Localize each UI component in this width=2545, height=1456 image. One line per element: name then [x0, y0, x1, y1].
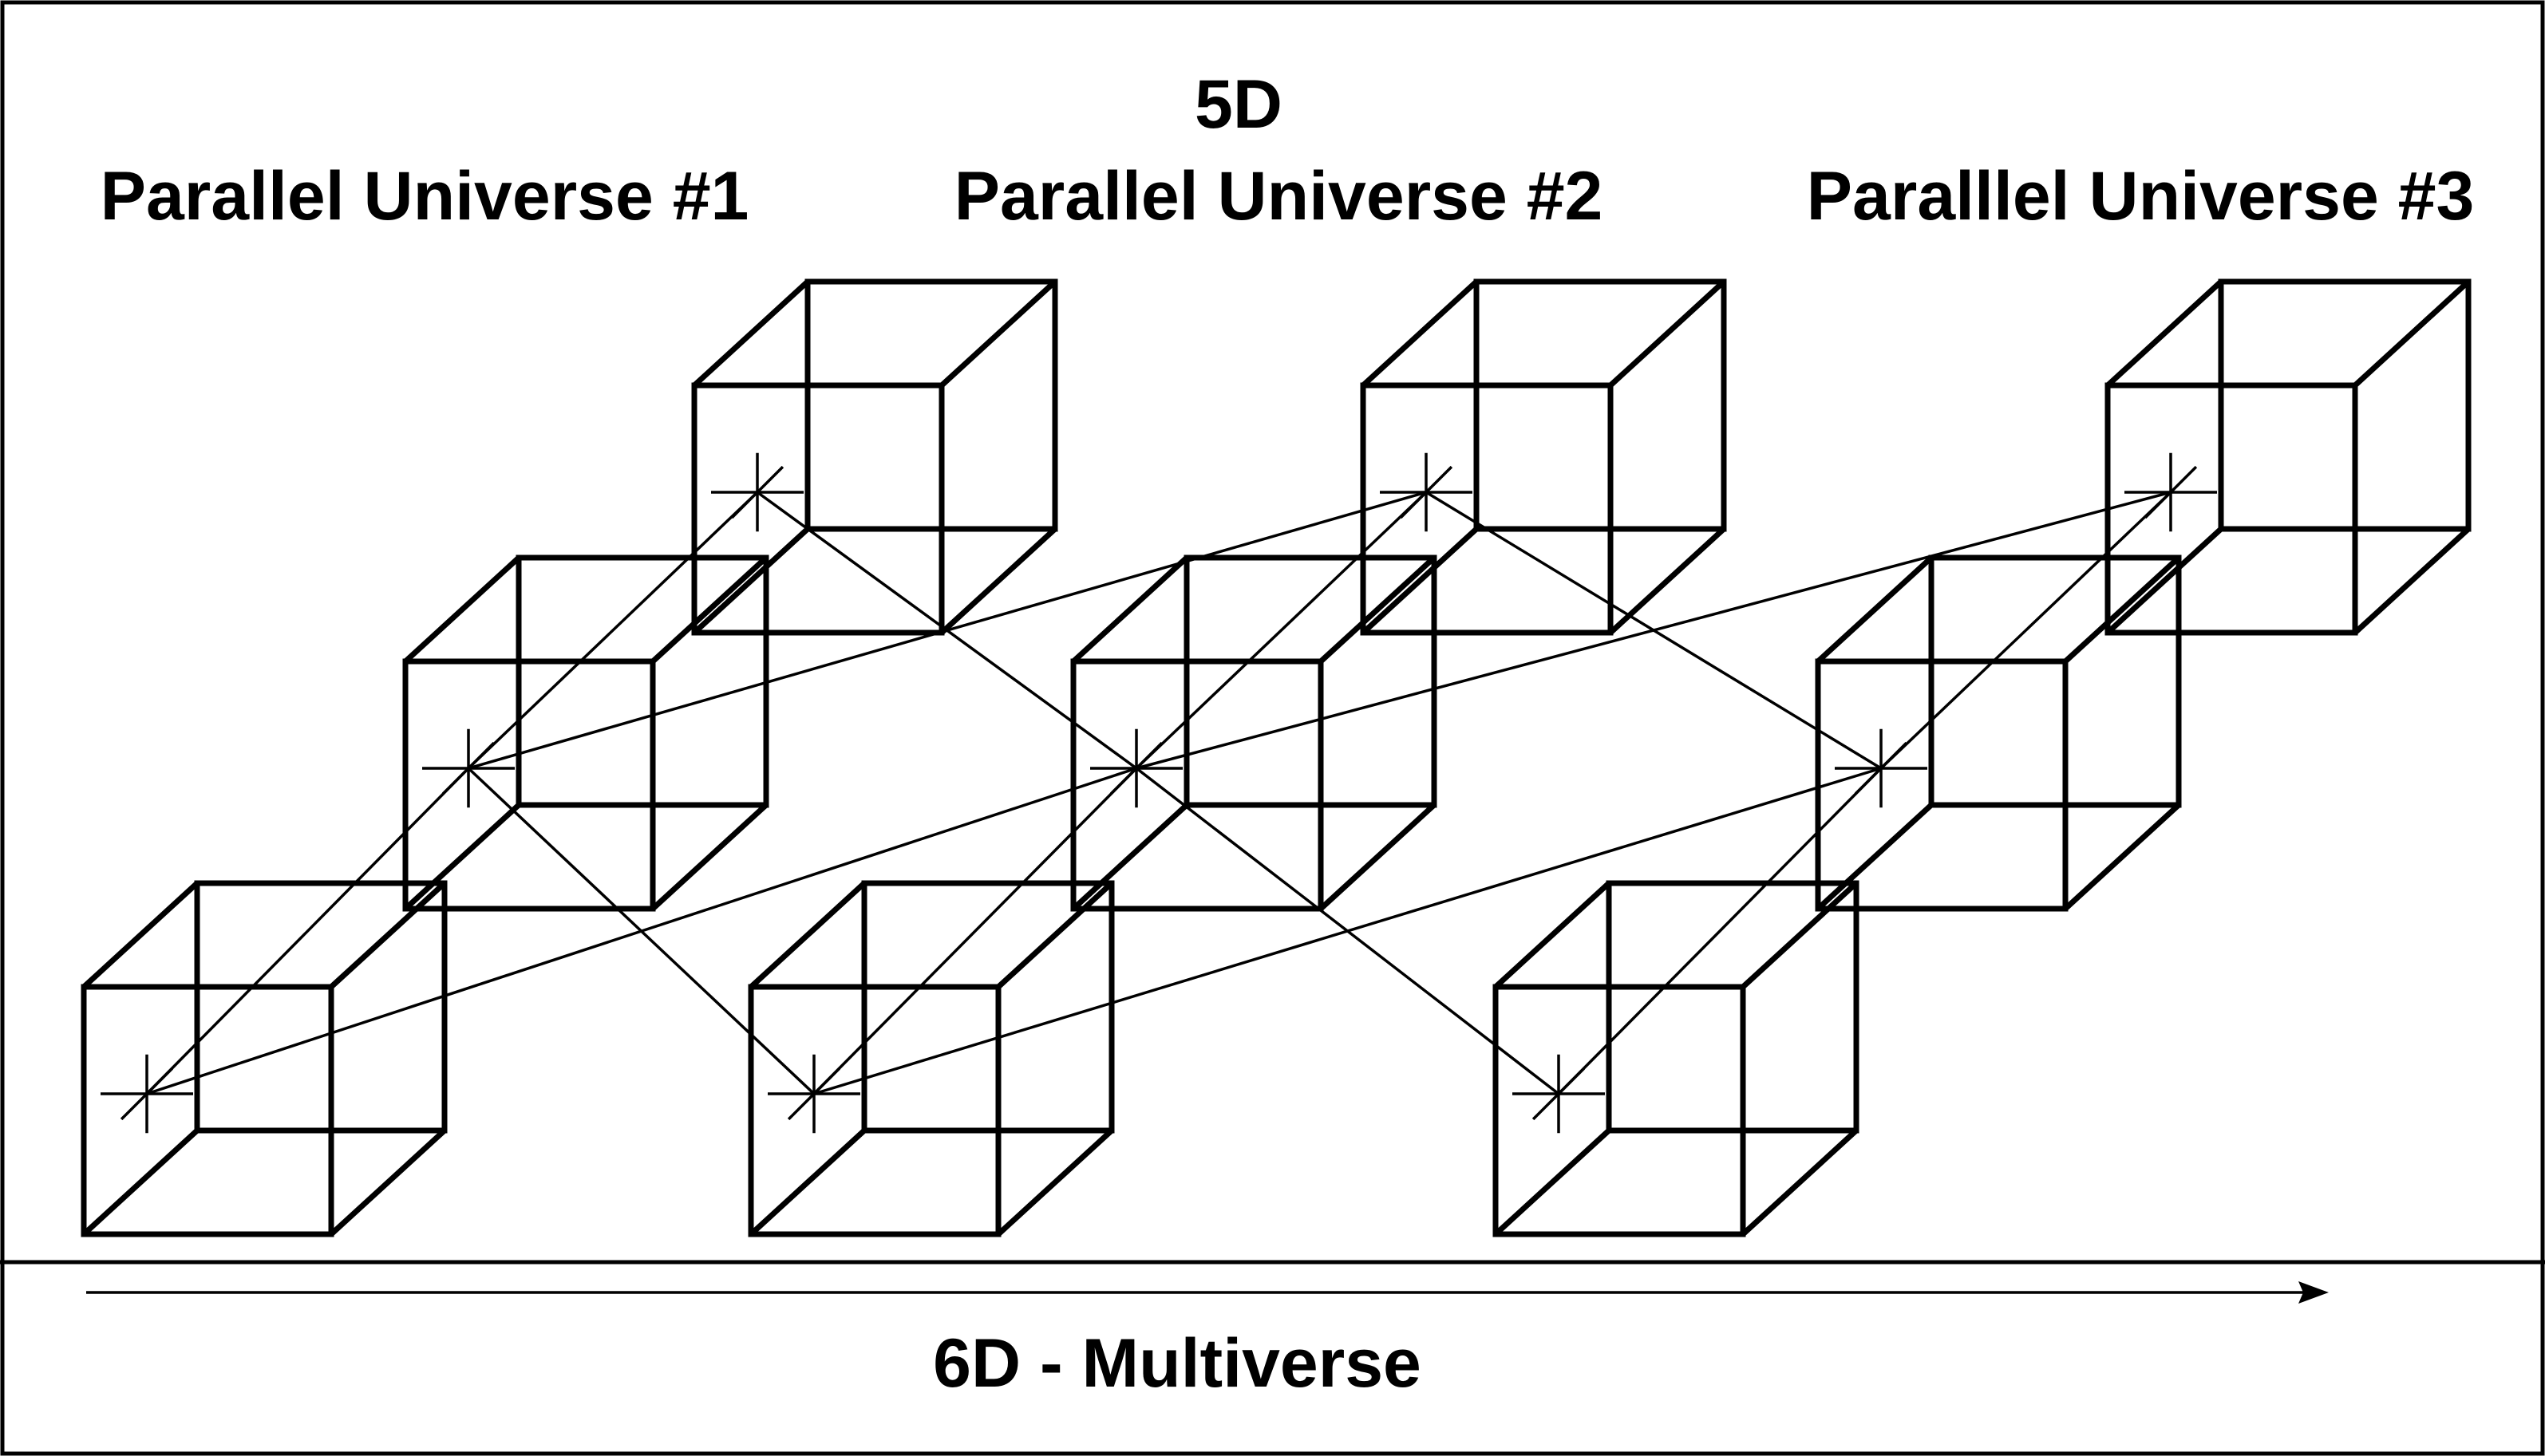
cube-depth-edge	[692, 527, 810, 635]
cube-depth-edge	[81, 881, 200, 989]
cube-back-face	[1184, 554, 1437, 808]
arrow-head-icon	[2298, 1281, 2329, 1304]
connections-layer	[145, 491, 2172, 1095]
cube-front-face	[1070, 658, 1324, 912]
multiverse-6d-label: 6D - Multiverse	[933, 1325, 1421, 1402]
cube-depth-edge	[2353, 527, 2471, 635]
cube-u2-3	[1360, 278, 1727, 636]
cube-depth-edge	[329, 1128, 447, 1237]
universe-2-label: Parallel Universe #2	[954, 158, 1603, 235]
universe-1-label: Parallel Universe #1	[101, 158, 749, 235]
cube-u1-3	[691, 278, 1058, 636]
cube-depth-edge	[996, 1128, 1114, 1237]
cube-depth-edge	[1816, 555, 1934, 664]
cube-front-face	[748, 984, 1002, 1237]
cube-depth-edge	[1071, 555, 1189, 664]
cube-depth-edge	[1493, 1128, 1611, 1237]
cube-depth-edge	[1361, 527, 1479, 635]
cube-depth-edge	[2063, 555, 2181, 664]
cube-back-face	[861, 880, 1115, 1134]
cube-depth-edge	[749, 881, 867, 989]
cube-u3-2	[1815, 554, 2182, 912]
cube-depth-edge	[2353, 279, 2471, 388]
cube-u3-1	[1492, 880, 1859, 1237]
multiverse-axis-arrow	[86, 1281, 2329, 1304]
cube-u3-3	[2104, 278, 2472, 636]
cube-depth-edge	[403, 803, 521, 911]
cube-depth-edge	[2063, 803, 2181, 911]
cube-depth-edge	[996, 881, 1114, 989]
link-u2bottom-u3middle	[812, 767, 1883, 1095]
link-u1-middle-top	[467, 491, 759, 770]
cube-depth-edge	[2105, 527, 2223, 635]
cube-depth-edge	[1741, 1128, 1859, 1237]
cube-back-face	[2218, 278, 2472, 532]
cube-depth-edge	[1816, 803, 1934, 911]
cube-front-face	[1492, 984, 1746, 1237]
link-u1-bottom-middle	[145, 767, 470, 1095]
cube-depth-edge	[939, 527, 1057, 635]
dimension-5d-label: 5D	[1195, 66, 1282, 143]
cube-back-face	[1928, 554, 2182, 808]
cube-depth-edge	[2105, 279, 2223, 388]
cube-back-face	[1473, 278, 1727, 532]
cube-front-face	[1815, 658, 2069, 912]
cube-u2-2	[1070, 554, 1437, 912]
cube-depth-edge	[1071, 803, 1189, 911]
cube-depth-edge	[1361, 279, 1479, 388]
cube-depth-edge	[1493, 881, 1611, 989]
link-u2-middle-top	[1135, 491, 1428, 770]
cube-depth-edge	[403, 555, 521, 664]
cube-depth-edge	[329, 881, 447, 989]
cubes-layer	[81, 278, 2472, 1237]
cube-front-face	[691, 382, 945, 636]
cube-u1-1	[81, 880, 448, 1237]
cube-depth-edge	[692, 279, 810, 388]
cube-depth-edge	[1608, 279, 1726, 388]
cube-back-face	[1606, 880, 1859, 1134]
cube-back-face	[194, 880, 448, 1134]
cube-depth-edge	[650, 803, 769, 911]
cube-front-face	[402, 658, 656, 912]
cube-back-face	[804, 278, 1058, 532]
cube-depth-edge	[650, 555, 769, 664]
link-u1bottom-u2middle	[145, 767, 1138, 1095]
cube-depth-edge	[1318, 803, 1437, 911]
link-u1middle-u2top	[467, 491, 1428, 770]
link-u3-middle-top	[1879, 491, 2172, 770]
universe-3-label: Paralllel Universe #3	[1807, 158, 2475, 235]
link-u2-bottom-middle	[812, 767, 1138, 1095]
cube-depth-edge	[749, 1128, 867, 1237]
cube-front-face	[81, 984, 334, 1237]
cube-depth-edge	[81, 1128, 200, 1237]
link-u2middle-u3top	[1135, 491, 2172, 770]
cube-depth-edge	[1741, 881, 1859, 989]
cube-depth-edge	[1318, 555, 1437, 664]
link-u3-bottom-middle	[1557, 767, 1883, 1095]
cube-depth-edge	[939, 279, 1057, 388]
